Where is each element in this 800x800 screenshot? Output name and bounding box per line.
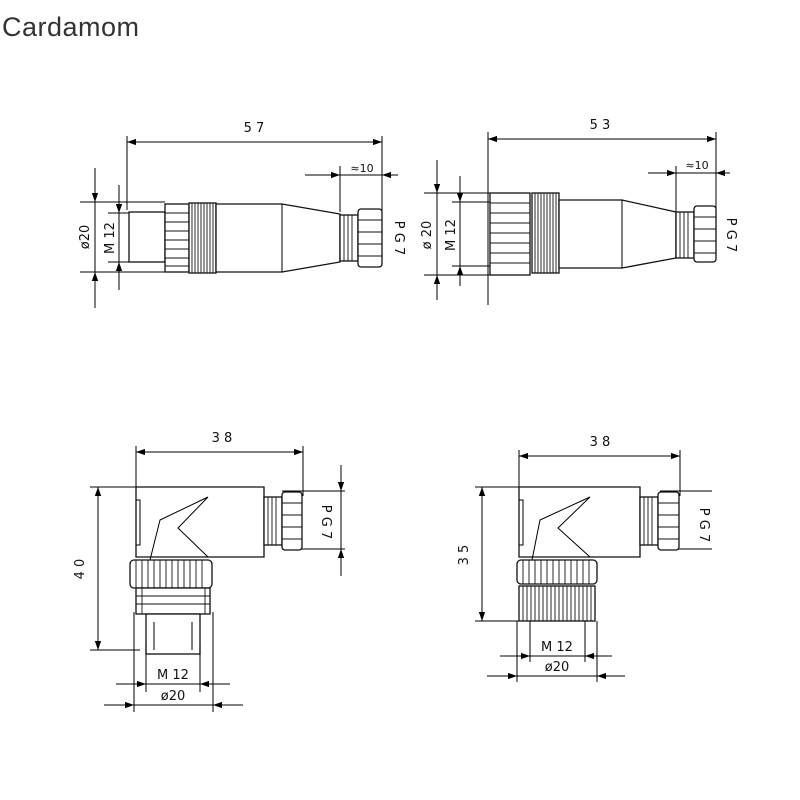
gland-label: P G 7 <box>391 221 406 255</box>
diameter-label: ø20 <box>545 660 570 675</box>
gland-label: P G 7 <box>318 505 333 539</box>
thread-label: M 12 <box>444 219 459 251</box>
height-label: 4 0 <box>73 559 88 580</box>
gland-label: P G 7 <box>723 218 738 252</box>
width-label: 3 8 <box>212 431 233 446</box>
thread-label: M 12 <box>541 640 573 655</box>
width-label: 3 8 <box>590 435 611 450</box>
gland-label: P G 7 <box>696 508 711 542</box>
drawing-angled-female: 3 8 3 5 P G 7 <box>457 435 712 682</box>
diameter-label: ø20 <box>78 225 93 250</box>
tail-label: ≈10 <box>685 159 708 172</box>
tail-label: ≈10 <box>350 162 373 175</box>
drawing-straight-female: 5 3 ≈10 ø 20 M 12 <box>420 118 738 305</box>
thread-label: M 12 <box>157 668 189 683</box>
brand-watermark: Cardamom <box>2 12 140 42</box>
diameter-label: ø20 <box>161 689 186 704</box>
length-label: 5 7 <box>244 121 265 136</box>
drawing-angled-male: 3 8 4 0 P G 7 <box>73 431 345 712</box>
thread-label: M 12 <box>103 222 118 254</box>
height-label: 3 5 <box>457 545 472 566</box>
drawing-straight-male: 5 7 ≈10 ø20 M 12 <box>78 121 406 308</box>
length-label: 5 3 <box>590 118 611 133</box>
diameter-label: ø 20 <box>420 221 435 250</box>
